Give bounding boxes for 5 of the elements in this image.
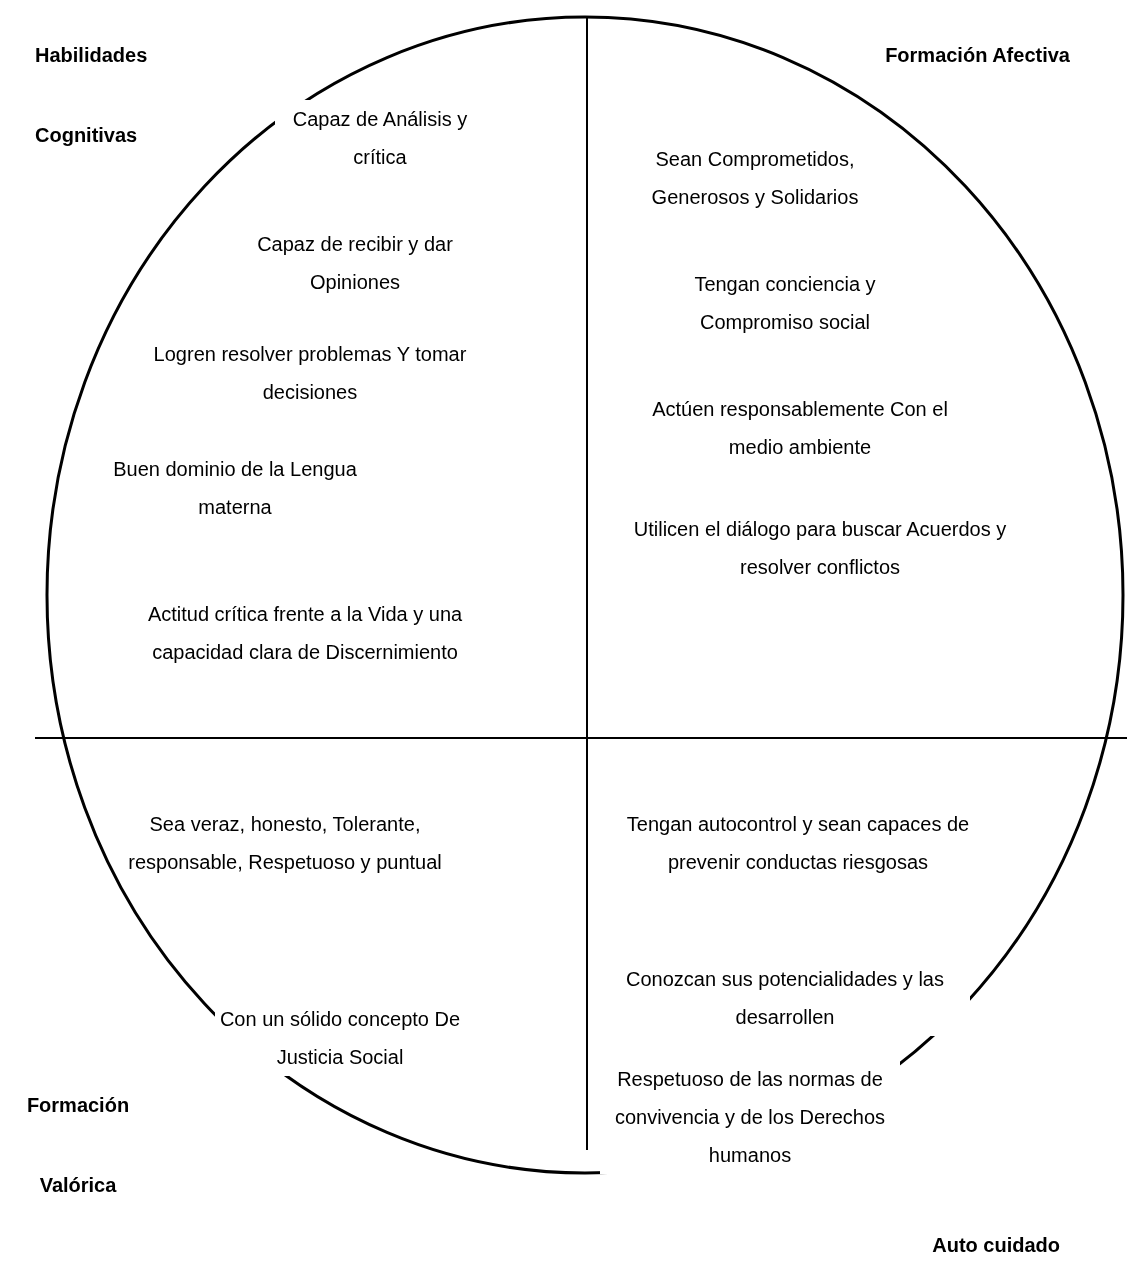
quadrant-heading: Formación Afectiva [884,43,1070,68]
quadrant-heading: Formación Valórica [25,1093,131,1198]
quadrant-text: Respetuoso de las normas de convivencia y de los Derechos humanos [600,1060,900,1174]
quadrant-heading: Habilidades Cognitivas [35,43,149,148]
quadrant-heading: Auto cuidado [931,1233,1060,1258]
